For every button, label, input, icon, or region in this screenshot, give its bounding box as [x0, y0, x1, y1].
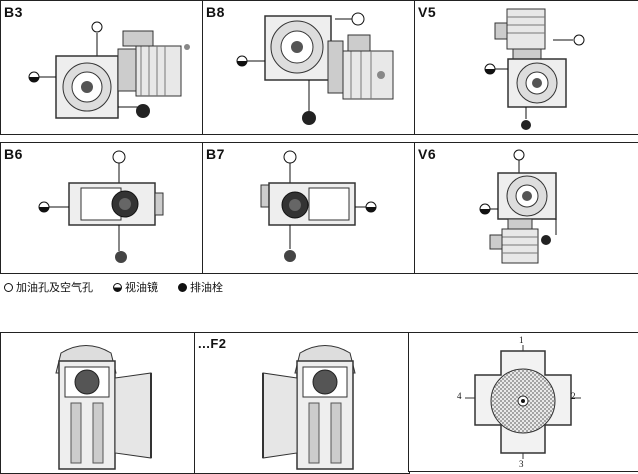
panel-b6: B6 — [0, 142, 205, 274]
legend-fill-hole: 加油孔及空气孔 — [4, 279, 93, 295]
fill-hole-icon — [112, 150, 126, 164]
drain-plug-icon — [136, 104, 150, 118]
positions-diagram — [465, 345, 581, 459]
drain-plug-icon — [115, 251, 127, 263]
drain-plug-icon — [302, 111, 316, 125]
legend-drain-plug-label: 排油栓 — [190, 281, 223, 294]
v6-diagram — [479, 149, 557, 264]
b7-diagram — [260, 150, 377, 262]
half-circle-icon — [113, 282, 122, 292]
panel-label: V5 — [418, 4, 437, 20]
panel-f1 — [0, 332, 197, 474]
f1-diagram — [55, 345, 152, 470]
legend: 加油孔及空气孔 视油镜 排油栓 — [4, 279, 223, 295]
position-1-label: 1 — [519, 335, 524, 345]
drain-plug-icon — [541, 235, 551, 245]
motor — [135, 45, 182, 97]
legend-sight-glass-label: 视油镜 — [125, 281, 158, 294]
b8-diagram — [236, 12, 394, 125]
filled-circle-icon — [178, 282, 187, 292]
panel-b3: B3 — [0, 0, 205, 135]
panel-label: B7 — [206, 146, 225, 162]
panel-b7: B7 — [202, 142, 417, 274]
v5-diagram — [484, 8, 585, 130]
drain-plug-icon — [284, 250, 296, 262]
panel-label: ...F2 — [198, 336, 227, 351]
panel-v6: V6 — [414, 142, 638, 274]
b3-diagram — [28, 21, 190, 119]
panel-label: B8 — [206, 4, 225, 20]
legend-drain-plug: 排油栓 — [178, 279, 223, 295]
panel-v5: V5 — [414, 0, 638, 135]
panel-positions: 1 2 3 4 — [408, 332, 638, 472]
position-3-label: 3 — [519, 459, 524, 469]
legend-sight-glass: 视油镜 — [113, 279, 158, 295]
legend-fill-hole-label: 加油孔及空气孔 — [16, 281, 93, 294]
panel-label: B3 — [4, 4, 23, 20]
open-circle-icon — [4, 282, 13, 292]
fill-hole-icon — [573, 34, 585, 46]
f2-diagram — [262, 345, 356, 470]
motor — [506, 8, 546, 50]
motor — [501, 228, 539, 264]
position-2-label: 2 — [571, 391, 576, 401]
drain-plug-icon — [521, 120, 531, 130]
position-4-label: 4 — [457, 391, 462, 401]
fill-hole-icon — [91, 21, 103, 33]
fill-hole-icon — [283, 150, 297, 164]
panel-label: B6 — [4, 146, 23, 162]
fill-hole-icon — [351, 12, 365, 26]
panel-b8: B8 — [202, 0, 417, 135]
fill-hole-icon — [513, 149, 525, 161]
panel-label: V6 — [418, 146, 437, 162]
panel-f2: ...F2 — [194, 332, 410, 474]
b6-diagram — [38, 150, 164, 263]
